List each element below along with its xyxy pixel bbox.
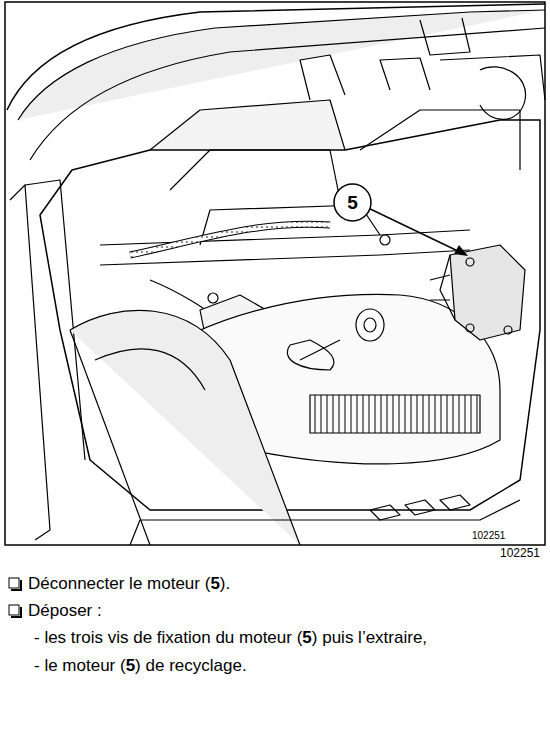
checkbox-bullets [9,578,21,617]
instruction-item: - le moteur (5) de recyclage. [34,656,247,675]
leader-line [364,206,462,253]
text-holder: 102251 [500,546,540,560]
figure-number: 102251 [472,530,505,541]
text-holder: 102251 [470,530,507,541]
callout-circle: 5 [333,183,372,222]
text-holder: Déconnecter le moteur (5). [28,574,230,594]
leader-arrowhead [454,245,468,256]
figure-frame [5,2,545,545]
figure-number: 102251 [500,546,540,560]
callout-number: 5 [333,183,372,222]
text-holder: Déposer : [28,601,102,621]
instruction-item: - les trois vis de fixation du moteur (5… [34,628,427,647]
dashboard-drawing [7,4,545,545]
text-holder: - le moteur (5) de recyclage. [34,656,247,676]
text-holder: - les trois vis de fixation du moteur (5… [34,628,427,648]
instruction-text: Déconnecter le moteur (5). [28,574,230,593]
instruction-text: Déposer : [28,601,102,620]
